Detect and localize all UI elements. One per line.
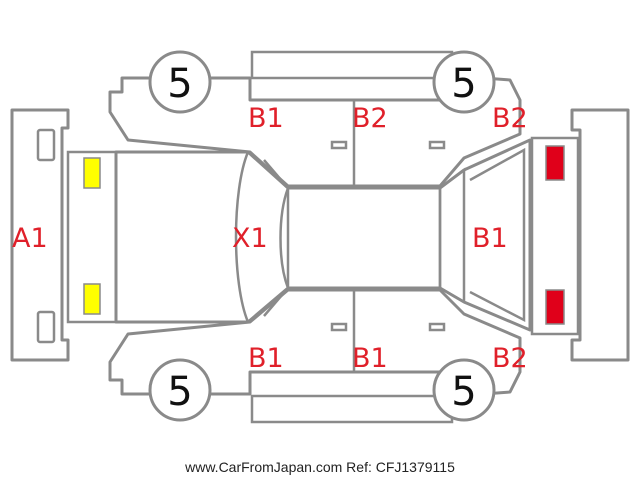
tyre-front-right: 5 bbox=[148, 358, 212, 422]
damage-code-front-door-left: B1 bbox=[248, 103, 284, 134]
tyre-rear-right: 5 bbox=[432, 358, 496, 422]
damage-code-front-bumper: A1 bbox=[12, 223, 48, 254]
tyre-rear-left: 5 bbox=[432, 50, 496, 114]
reference-footer: www.CarFromJapan.com Ref: CFJ1379115 bbox=[184, 459, 455, 475]
damage-code-roof-rear: B1 bbox=[472, 223, 508, 254]
tyre-front-right-value: 5 bbox=[167, 369, 192, 415]
car-body-top-view bbox=[114, 138, 532, 332]
tyre-front-left: 5 bbox=[148, 50, 212, 114]
front-bumper bbox=[10, 108, 70, 362]
front-lamp-right-marker bbox=[83, 283, 101, 315]
damage-code-rear-quarter-left: B2 bbox=[492, 103, 528, 134]
front-lamps bbox=[66, 150, 118, 324]
rear-bumper bbox=[530, 108, 630, 362]
tyre-front-left-value: 5 bbox=[167, 61, 192, 107]
front-lamp-left-marker bbox=[83, 157, 101, 189]
damage-code-front-door-right: B1 bbox=[248, 343, 284, 374]
damage-code-hood: X1 bbox=[232, 223, 268, 254]
tyre-rear-left-value: 5 bbox=[451, 61, 476, 107]
damage-code-rear-door-right: B1 bbox=[352, 343, 388, 374]
rear-lamp-lower-marker bbox=[545, 289, 565, 325]
damage-code-rear-quarter-right: B2 bbox=[492, 343, 528, 374]
rear-lamp-upper-marker bbox=[545, 145, 565, 181]
damage-code-rear-door-left: B2 bbox=[352, 103, 388, 134]
tyre-rear-right-value: 5 bbox=[451, 369, 476, 415]
